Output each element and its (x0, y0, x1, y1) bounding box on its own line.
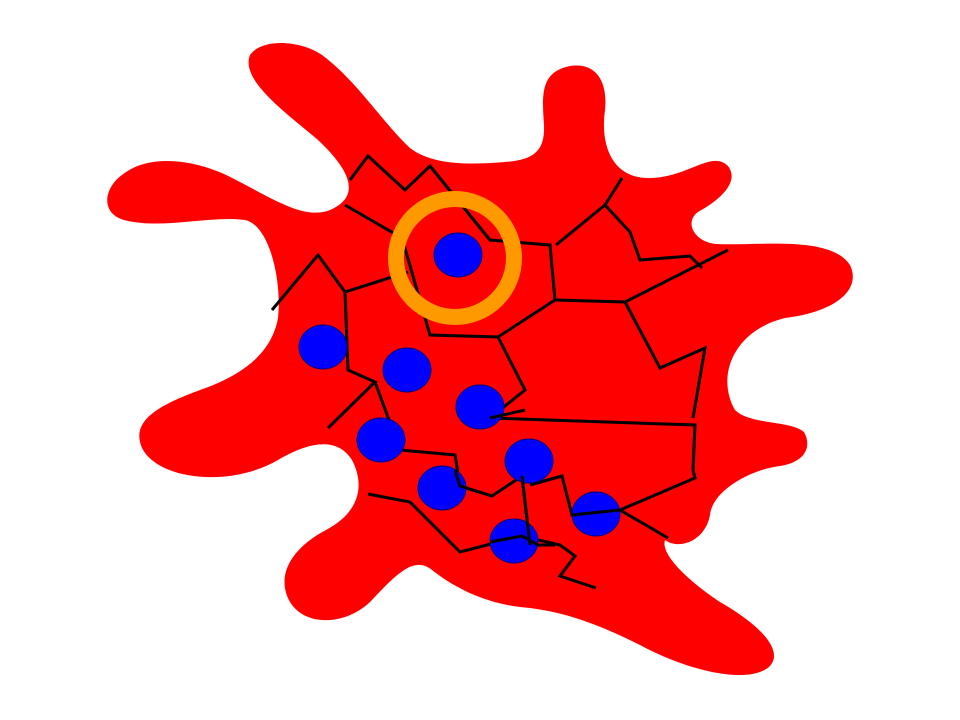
boundary-line (554, 298, 707, 419)
boundary-line (555, 202, 704, 270)
boundary-line (571, 508, 621, 517)
node (504, 438, 554, 484)
boundary-line (270, 252, 409, 311)
boundary-line (489, 408, 526, 420)
highlight-ring (388, 191, 522, 325)
node (382, 347, 432, 393)
node (298, 324, 348, 370)
boundary-line (520, 475, 532, 546)
boundary-overlays (453, 408, 621, 547)
red-blob (107, 42, 853, 676)
boundary-line (367, 492, 597, 590)
boundary-line (453, 469, 493, 498)
boundary-line (624, 248, 729, 304)
node (455, 384, 505, 430)
boundary-line (489, 534, 539, 547)
boundary-line (603, 177, 624, 206)
node-highlighted (433, 232, 483, 278)
boundary-line (619, 508, 669, 540)
node (417, 465, 467, 511)
boundary-line (326, 291, 378, 430)
node (356, 417, 406, 463)
nodes (298, 232, 621, 564)
